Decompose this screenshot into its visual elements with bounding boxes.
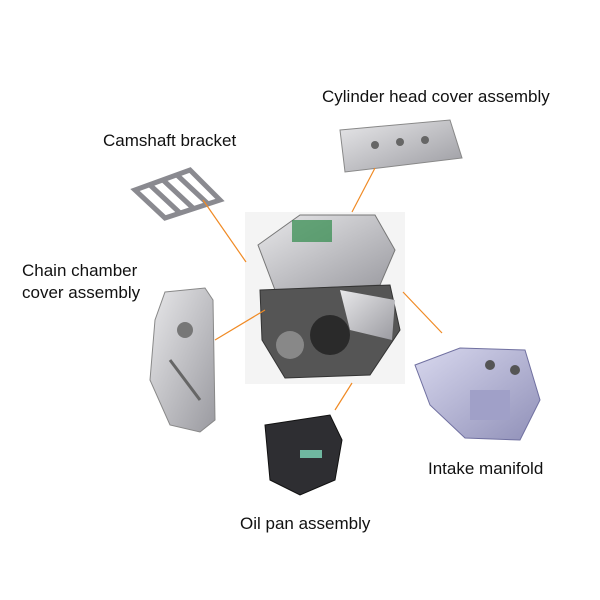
label-chain-chamber-line1: Chain chamber xyxy=(22,261,138,280)
leader-line-chain-chamber xyxy=(214,309,266,341)
leader-line-intake xyxy=(402,291,443,334)
chain-chamber-cover-image xyxy=(149,287,216,433)
intake-manifold-image xyxy=(414,347,541,441)
label-chain-chamber-line2: cover assembly xyxy=(22,283,141,302)
leader-lines xyxy=(202,167,443,411)
label-camshaft-bracket: Camshaft bracket xyxy=(103,131,237,150)
oil-pan-image xyxy=(264,414,343,496)
camshaft-bracket-image xyxy=(130,167,225,221)
leader-line-oil-pan xyxy=(334,382,353,411)
cylinder-head-cover-image xyxy=(339,119,463,173)
label-cylinder-head-cover: Cylinder head cover assembly xyxy=(322,87,550,106)
leader-line-cylinder-head xyxy=(351,167,376,213)
leader-line-camshaft xyxy=(202,199,247,263)
label-oil-pan: Oil pan assembly xyxy=(240,514,371,533)
engine-image xyxy=(245,212,405,384)
label-intake-manifold: Intake manifold xyxy=(428,459,544,478)
